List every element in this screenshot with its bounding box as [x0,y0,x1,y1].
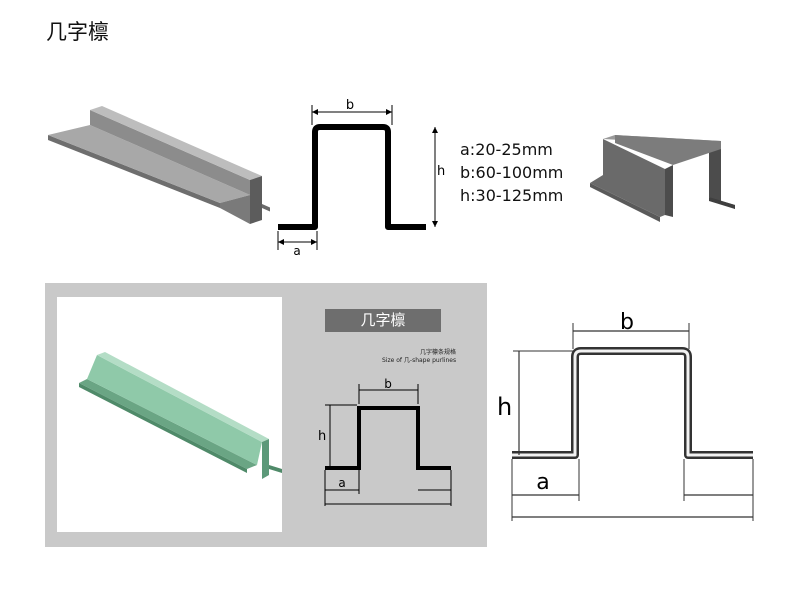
product-image-card [57,297,282,532]
panel-subtitle-en: Size of 几-shape purlines [382,357,457,364]
purlin-3d-green [79,352,282,479]
profile-diagram-panel: b h a [318,377,452,506]
spec-list: a:20-25mm b:60-100mm h:30-125mm [460,138,563,207]
large-dim-a: a [536,470,549,495]
dim-label-a: a [293,244,300,258]
dim-label-b: b [346,98,354,113]
purlin-3d-gray-left [48,106,270,224]
page-title: 几字檩 [46,20,109,44]
spec-b: b:60-100mm [460,163,564,182]
panel-dim-b: b [384,377,392,391]
profile-diagram-top: b a [277,98,438,258]
spec-a: a:20-25mm [460,140,553,159]
dim-label-h: h [437,164,446,179]
purlin-3d-gray-right [590,135,735,222]
large-dim-b: b [620,310,634,335]
profile-diagram-large: b h a [497,310,754,521]
large-dim-h: h [497,393,512,421]
panel-dim-a: a [338,476,345,490]
panel-subtitle-zh: 几字檩条规格 [420,349,457,356]
panel-label: 几字檩 [325,309,441,332]
panel-dim-h: h [318,429,326,444]
spec-h: h:30-125mm [460,186,564,205]
